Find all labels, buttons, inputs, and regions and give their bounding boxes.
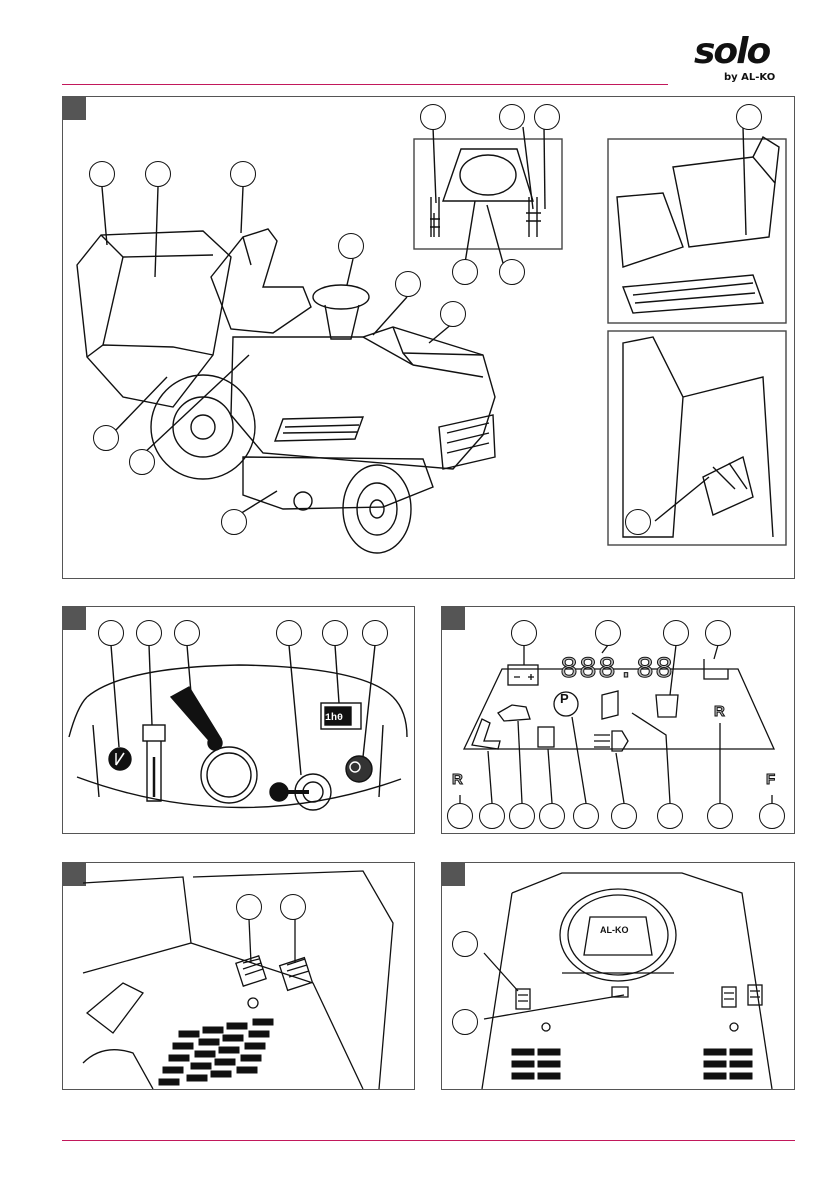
pedals-front-illustration	[442, 863, 794, 1089]
callout-11	[657, 803, 683, 829]
figure-pedals-side	[62, 862, 415, 1090]
footer-rule	[62, 1140, 795, 1141]
callout-10	[420, 104, 446, 130]
forward-letter: F	[766, 771, 775, 788]
figure-pedals-front: AL-KO	[441, 862, 795, 1090]
callout-15	[736, 104, 762, 130]
callout-3	[663, 620, 689, 646]
callout-8	[539, 803, 565, 829]
callout-16	[625, 509, 651, 535]
callout-1	[511, 620, 537, 646]
callout-12	[707, 803, 733, 829]
callout-6	[362, 620, 388, 646]
hour-meter-text: 1h0	[325, 713, 343, 724]
brand-sublogo: by AL-KO	[724, 72, 775, 83]
reverse-letter-left: R	[452, 771, 463, 788]
callout-2	[280, 894, 306, 920]
callout-13	[759, 803, 785, 829]
brand-logo: solo	[694, 34, 769, 70]
callout-4	[276, 620, 302, 646]
callout-12	[534, 104, 560, 130]
pedals-side-illustration	[63, 863, 414, 1089]
callout-4	[338, 233, 364, 259]
callout-3	[174, 620, 200, 646]
callout-7	[509, 803, 535, 829]
callout-6	[440, 301, 466, 327]
figure-overview	[62, 96, 795, 579]
callout-8	[129, 449, 155, 475]
callout-2	[595, 620, 621, 646]
callout-1	[98, 620, 124, 646]
callout-9	[221, 509, 247, 535]
inset-steering-top	[414, 127, 562, 263]
callout-1	[236, 894, 262, 920]
callout-1	[89, 161, 115, 187]
callout-4	[705, 620, 731, 646]
callout-14	[499, 259, 525, 285]
callout-5	[447, 803, 473, 829]
callout-11	[499, 104, 525, 130]
callout-2	[452, 1009, 478, 1035]
header-rule	[62, 84, 668, 85]
parking-brake-letter: P	[560, 691, 569, 706]
callout-9	[573, 803, 599, 829]
callout-2	[145, 161, 171, 187]
callout-3	[230, 161, 256, 187]
callout-7	[93, 425, 119, 451]
segment-display: 888.88	[560, 653, 674, 687]
figure-control-panel: 1h0	[62, 606, 415, 834]
inset-seat-side	[608, 127, 786, 323]
tractor-illustration	[63, 97, 794, 578]
callout-13	[452, 259, 478, 285]
steering-logo: AL-KO	[600, 925, 629, 935]
callout-10	[611, 803, 637, 829]
callout-6	[479, 803, 505, 829]
reverse-letter: R	[714, 703, 725, 720]
figure-display: 888.88 P R R F	[441, 606, 795, 834]
callout-5	[322, 620, 348, 646]
callout-1	[452, 931, 478, 957]
callout-5	[395, 271, 421, 297]
callout-2	[136, 620, 162, 646]
